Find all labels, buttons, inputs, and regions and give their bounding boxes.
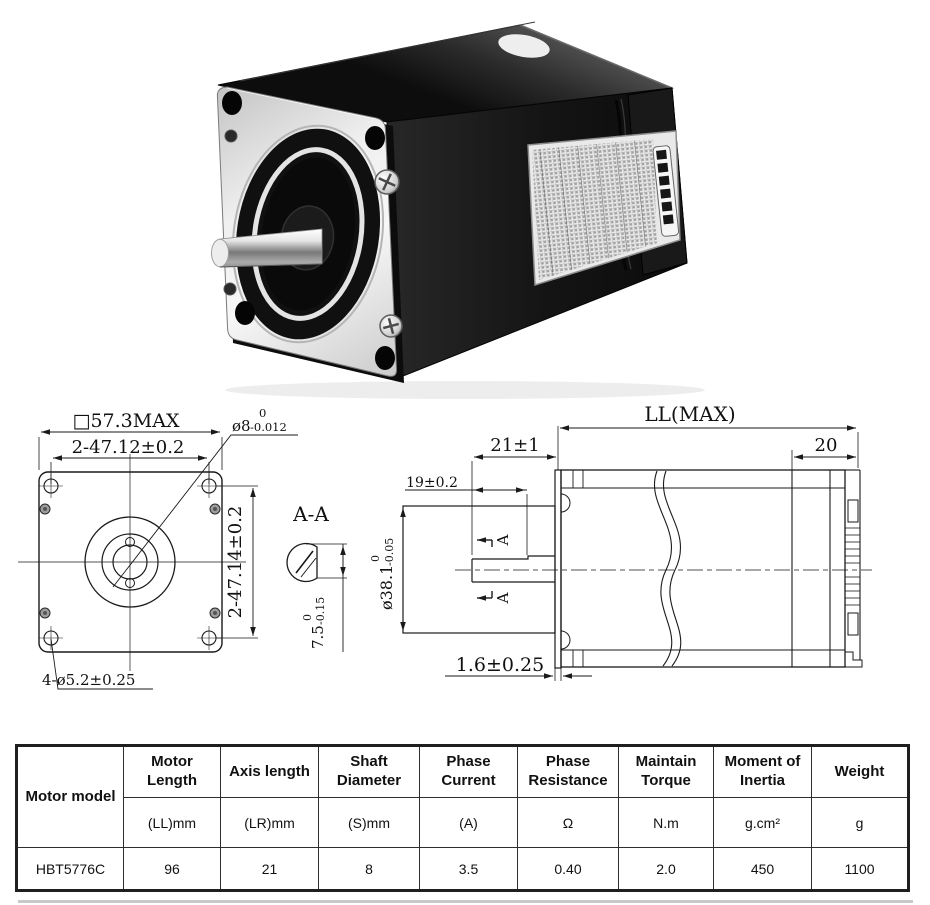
section-title: A-A	[292, 502, 329, 526]
dip-switch-strip	[652, 145, 680, 237]
section-marker-bottom: A	[494, 592, 512, 604]
value-maintain-torque: 2.0	[618, 847, 714, 891]
unit-axis-length: (LR)mm	[220, 797, 319, 848]
col-header-phase-current: Phase Current	[419, 745, 518, 798]
unit-motor-length: (LL)mm	[123, 797, 221, 848]
col-header-motor-length: Motor Length	[123, 745, 221, 798]
col-header-axis-length: Axis length	[220, 745, 319, 798]
edge-clip	[224, 129, 238, 143]
dip-switch-label	[527, 130, 681, 287]
value-shaft-diameter: 8	[318, 847, 420, 891]
value-model: HBT5776C	[16, 847, 124, 891]
table-bottom-rule	[18, 900, 913, 903]
body-length-label: LL(MAX)	[644, 402, 735, 426]
section-marker-top: A	[494, 534, 512, 546]
svg-text:0: 0	[259, 406, 266, 420]
mount-hole	[365, 126, 385, 150]
col-header-shaft-diameter: Shaft Diameter	[318, 745, 420, 798]
front-view-dimensions	[38, 429, 298, 690]
flat-length-label: 19±0.2	[406, 475, 458, 491]
side-view-dimensions	[400, 425, 859, 681]
svg-text:ø8: ø8	[232, 417, 251, 435]
spec-table: Motor model Motor Length Axis length Sha…	[15, 744, 910, 892]
motor-photo	[211, 21, 705, 399]
unit-maintain-torque: N.m	[618, 797, 714, 848]
value-phase-current: 3.5	[419, 847, 518, 891]
edge-clip	[223, 282, 237, 296]
driver-length-label: 20	[815, 435, 838, 456]
value-phase-resistance: 0.40	[517, 847, 619, 891]
col-header-moment-of-inertia: Moment of Inertia	[713, 745, 812, 798]
front-screws	[39, 503, 221, 619]
value-moment-of-inertia: 450	[713, 847, 812, 891]
mount-holes-label: 4-ø5.2±0.25	[42, 671, 135, 689]
value-motor-length: 96	[123, 847, 221, 891]
shaft-length-label: 21±1	[490, 435, 539, 456]
shaft-flat-label: 7.5 0 -0.15	[301, 597, 327, 649]
svg-text:0: 0	[369, 555, 382, 562]
unit-shaft-diameter: (S)mm	[318, 797, 420, 848]
value-weight: 1100	[811, 847, 909, 891]
front-silver-rim	[251, 147, 365, 321]
hole-spacing-h-label: 2-47.12±0.2	[72, 437, 185, 458]
col-header-model: Motor model	[16, 745, 124, 848]
svg-text:-0.05: -0.05	[383, 538, 396, 566]
hole-spacing-v-label: 2-47.14±0.2	[225, 506, 246, 619]
flange-thickness-label: 1.6±0.25	[456, 654, 544, 676]
photo-shadow	[225, 381, 705, 399]
svg-text:0: 0	[301, 614, 314, 621]
phillips-screw	[374, 169, 400, 195]
unit-phase-current: (A)	[419, 797, 518, 848]
table-units-row: (LL)mm (LR)mm (S)mm (A) Ω N.m g.cm² g	[17, 797, 909, 848]
col-header-phase-resistance: Phase Resistance	[517, 745, 619, 798]
side-view-dim-text: LL(MAX) 21±1 20 19±0.2 1.6±0.25 ø38.1 0 …	[369, 402, 837, 676]
value-axis-length: 21	[220, 847, 319, 891]
square-dim-label: □57.3MAX	[73, 410, 180, 432]
unit-weight: g	[811, 797, 909, 848]
table-value-row: HBT5776C 96 21 8 3.5 0.40 2.0 450 1100	[16, 847, 909, 891]
boss-dia-label: ø38.1 0 -0.05	[369, 538, 396, 610]
svg-text:ø38.1: ø38.1	[377, 565, 396, 610]
mount-hole	[235, 301, 255, 325]
side-view	[402, 469, 872, 669]
rear-connector	[845, 469, 863, 668]
svg-text:-0.012: -0.012	[250, 420, 287, 434]
svg-text:7.5: 7.5	[309, 625, 327, 649]
mount-hole	[222, 91, 242, 115]
section-view: A-A 7.5 0 -0.15	[286, 502, 347, 652]
svg-text:-0.15: -0.15	[314, 597, 327, 625]
mount-hole	[375, 346, 395, 370]
shaft-dia-label: ø8 0 -0.012	[232, 406, 287, 435]
phillips-screw	[379, 314, 403, 338]
unit-phase-resistance: Ω	[517, 797, 619, 848]
col-header-weight: Weight	[811, 745, 909, 798]
motor-shaft	[211, 228, 323, 268]
col-header-maintain-torque: Maintain Torque	[618, 745, 714, 798]
brand-logo-oval	[498, 34, 550, 58]
unit-moment-of-inertia: g.cm²	[713, 797, 812, 848]
dimension-drawing: □57.3MAX 2-47.12±0.2 2-47.14±0.2 ø8 0 -0…	[18, 402, 872, 690]
front-view-dim-text: □57.3MAX 2-47.12±0.2 2-47.14±0.2 ø8 0 -0…	[42, 406, 287, 689]
table-header-row: Motor model Motor Length Axis length Sha…	[16, 745, 909, 848]
